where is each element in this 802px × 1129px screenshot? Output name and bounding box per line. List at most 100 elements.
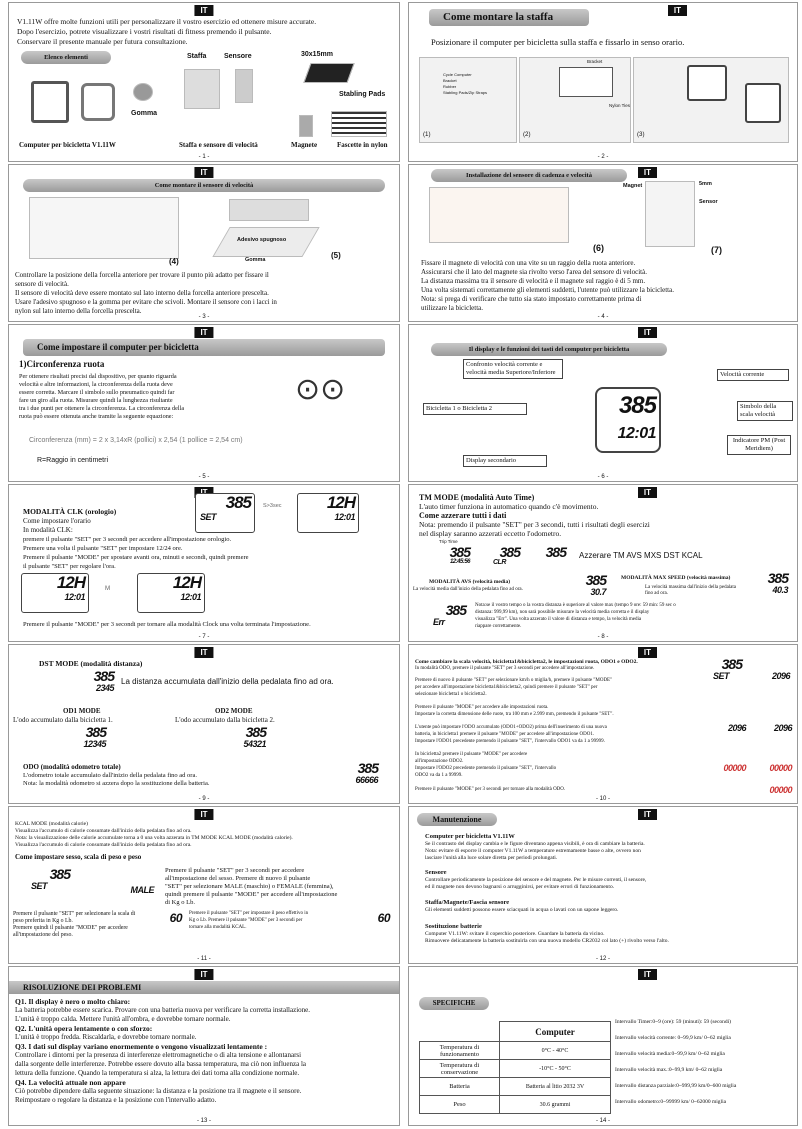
note-line: distanza: 999,99 km), non sarà possibile… [475, 610, 650, 615]
dst-text: La distanza accumulata dall'inizio della… [121, 677, 334, 686]
bracket-drawing [559, 67, 613, 97]
lcd-value: 12H [326, 493, 356, 512]
section-band: Come montare il sensore di velocità [23, 179, 385, 192]
lcd-odo: 385 66666 [329, 761, 381, 795]
caption-magnete: Magnete [291, 141, 318, 149]
it-badge: IT [637, 809, 657, 820]
spec-label: Batteria [419, 1077, 500, 1096]
label-gomma: Gomma [245, 257, 266, 263]
lcd-value: 00000 [769, 785, 792, 795]
panel-page-10: IT Come cambiare la scala velocità, bici… [408, 644, 798, 804]
it-badge: IT [194, 809, 214, 820]
lcd-weight-2: 60 [365, 911, 393, 933]
body-line: Usare l'adesivo spugnoso e la gomma per … [15, 298, 277, 306]
note-line: riappare correttamente. [475, 624, 522, 629]
body-line: Gli elementi suddetti possono essere sci… [425, 907, 619, 913]
panel-page-4: IT Installazione del sensore di cadenza … [408, 164, 798, 322]
lcd-value: 00000 [769, 763, 792, 773]
magnet-image [299, 115, 313, 137]
lcd-mxs: 385 40.3 [749, 571, 791, 601]
lcd-value: 30.7 [590, 587, 606, 597]
device-drawing [687, 65, 727, 101]
lcd-value: 60 [377, 911, 391, 925]
body-line: In modalità ODO, premere il pulsante "SE… [415, 666, 595, 671]
computer-image [31, 81, 69, 123]
body-line: Premere il pulsante "MODE" per spostare … [23, 554, 249, 561]
page-number: - 4 - [597, 314, 609, 320]
reset-label: Azzerare TM AVS MXS DST KCAL [579, 551, 703, 560]
answer-line: L'unità è troppo fredda. Riscaldarla, e … [15, 1033, 197, 1041]
body-line: sensore di velocità. [15, 280, 69, 288]
it-badge: IT [637, 969, 657, 980]
lcd-value: 385 [767, 571, 789, 586]
spec-label: Temperatura di conservazione [419, 1059, 500, 1078]
body-line: In bicicletta2 premere il pulsante "MODE… [415, 752, 528, 757]
label-adesivo: Adesivo spugnoso [237, 237, 287, 243]
caption-fascette: Fascette in nylon [337, 141, 388, 149]
lcd-od1: 385 12345 [59, 725, 109, 759]
page-number: - 6 - [597, 474, 609, 480]
page-number: - 9 - [198, 796, 210, 802]
answer-line: La batteria potrebbe essere scarica. Pro… [15, 1006, 311, 1014]
avs-text: La velocità media dall'inizio della peda… [413, 587, 523, 592]
question: Q2. L'unità opera lentamente o con sforz… [15, 1024, 153, 1033]
panel-page-3: IT Come montare il sensore di velocità A… [8, 164, 400, 322]
body-line: Rimuovere delicatamente la batteria sost… [425, 938, 669, 944]
lcd-value: MALE [130, 885, 155, 895]
note-line: Nota:se il vostro tempo o la vostra dist… [475, 603, 676, 608]
odo-text: L'odometro totale accumulato dall'inizio… [23, 772, 197, 779]
part-label: Cycle Computer [443, 72, 472, 77]
section-heading: Come azzerare tutti i dati [419, 511, 507, 520]
fork-sensor-drawing [645, 181, 695, 247]
it-badge: IT [637, 647, 657, 658]
question: Q1. Il display è nero o molto chiaro: [15, 997, 131, 1006]
lcd-value: 12345 [83, 739, 106, 749]
figure-number: (5) [331, 251, 341, 260]
subheading: Computer per bicicletta V1.11W [425, 833, 515, 840]
panel-page-6: IT Il display e le funzioni dei tasti de… [408, 324, 798, 482]
body-line: Assicurarsi che il lato del magnete sia … [421, 268, 647, 276]
it-badge: IT [194, 487, 214, 498]
answer-line: lettura della funzione. Quando la temper… [15, 1069, 300, 1077]
label-nylon: Nylon Ties [609, 103, 631, 108]
kcal-line: Visualizza l'accumulo di calorie consuma… [15, 828, 192, 834]
body-line: Premere il pulsante "MODE" per 3 secondi… [415, 787, 566, 792]
body-line: Nota: si prega di verificare che tutto s… [421, 295, 642, 303]
spec-range: Intervallo velocità media:0~99,9 km/ 0~6… [615, 1051, 725, 1057]
spec-range: Intervallo velocità corrente: 0~99,9 km/… [615, 1035, 731, 1041]
lcd-value: 2345 [95, 683, 115, 693]
caption-staffa-sensore: Staffa e sensore di velocità [179, 141, 258, 149]
body-line: L'auto timer funziona in automatico quan… [419, 502, 599, 511]
intro-line: V1.11W offre molte funzioni utili per pe… [17, 17, 317, 26]
lcd-od2: 385 54321 [219, 725, 269, 759]
display-secondary-value: 12:01 [617, 425, 657, 442]
fork-drawing [29, 197, 179, 259]
lcd-value: 385 [93, 669, 115, 684]
note-line: visualizza "Err". Una volta azzerato il … [475, 617, 642, 622]
body-line: tra i due punti per ottenere la circonfe… [19, 405, 185, 412]
formula: Circonferenza (mm) = 2 x 3,14xR (pollici… [29, 437, 243, 444]
section-heading: TM MODE (modalità Auto Time) [419, 493, 535, 502]
figure-number: (2) [523, 131, 531, 138]
body-line: Per ottenere risultati precisi dal dispo… [19, 373, 177, 380]
subtitle: Posizionare il computer per bicicletta s… [431, 37, 685, 47]
it-badge: IT [194, 647, 214, 658]
panel-page-12: IT Manutenzione Computer per bicicletta … [408, 806, 798, 964]
figure-number: (6) [593, 243, 604, 253]
body-line: Impostare la corretta dimensione delle r… [415, 712, 614, 717]
lcd-value: 385 [85, 725, 107, 740]
lcd-avs: 385 30.7 [569, 573, 609, 599]
body-line: In modalità CLK: [23, 526, 73, 534]
spec-value: -10°C - 50°C [499, 1059, 611, 1078]
page-number: - 14 - [595, 1118, 610, 1124]
radius-note: R=Raggio in centimetri [37, 457, 109, 464]
it-badge: IT [194, 167, 214, 178]
page-number: - 11 - [197, 956, 211, 962]
body-line: Kg o Lb. Premere il pulsante "MODE" per … [189, 918, 303, 923]
spec-label: Temperatura di funzionamento [419, 1041, 500, 1060]
callout-velocita-corrente: Velocità corrente [717, 369, 789, 381]
lcd-odo1: 00000 [709, 755, 749, 777]
body-line: nel display saranno azzerati eccetto l'o… [419, 529, 562, 538]
it-badge: IT [667, 5, 687, 16]
lcd-value: 12:01 [180, 592, 201, 602]
